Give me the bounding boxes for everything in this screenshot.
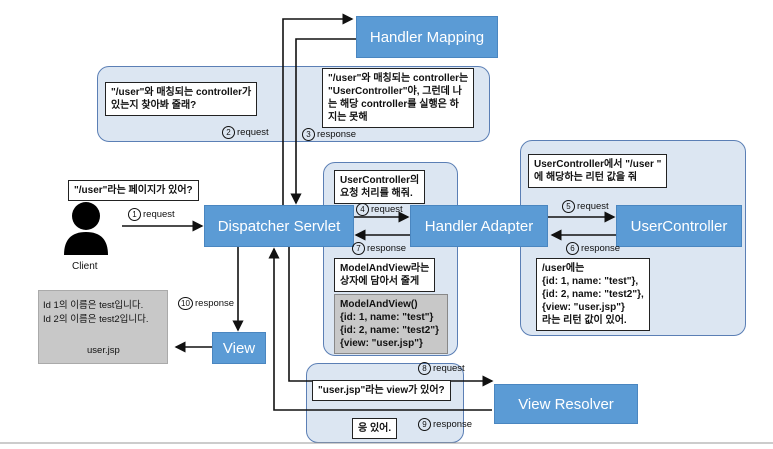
jsp-line-1: Id 1의 이름은 test입니다.	[43, 300, 144, 311]
jsp-line-2: Id 2의 이름은 test2입니다.	[43, 314, 149, 325]
controller-reply-note: /user에는 {id: 1, name: "test"}, {id: 2, n…	[536, 258, 650, 331]
view-box: View	[212, 332, 266, 364]
jsp-filename: user.jsp	[87, 345, 120, 356]
user-controller-box: UserController	[616, 205, 742, 247]
handler-mapping-box: Handler Mapping	[356, 16, 498, 58]
dispatcher-to-adapter-note: UserController의 요청 처리를 해줘.	[334, 170, 426, 204]
mapping-reply-note: "/user"와 매칭되는 controller는 "UserControlle…	[322, 68, 475, 128]
view-resolver-box: View Resolver	[494, 384, 638, 424]
adapter-reply-note: ModelAndView라는 상자에 담아서 줄게	[334, 258, 436, 292]
dispatcher-to-resolver-note: "user.jsp"라는 view가 있어?	[312, 380, 451, 401]
client-label: Client	[72, 261, 98, 272]
adapter-to-controller-note: UserController에서 "/user " 에 해당하는 리턴 값을 줘	[528, 154, 668, 188]
client-question-note: "/user"라는 페이지가 있어?	[68, 180, 199, 201]
handler-adapter-box: Handler Adapter	[410, 205, 548, 247]
client-person-icon	[64, 202, 108, 255]
arrow-dispatcher-to-handler-mapping	[282, 13, 354, 205]
resolver-reply-note: 응 있어.	[352, 418, 398, 439]
arrow-view-resolver-to-dispatcher	[268, 247, 492, 411]
arrow-handler-mapping-to-dispatcher	[290, 38, 358, 205]
model-and-view-box: ModelAndView() {id: 1, name: "test"} {id…	[334, 294, 448, 354]
jsp-page-box: Id 1의 이름은 test입니다. Id 2의 이름은 test2입니다. u…	[38, 290, 168, 364]
dispatcher-to-mapping-note: "/user"와 매칭되는 controller가 있는지 찾아봐 줄래?	[105, 82, 258, 116]
dispatcher-servlet-box: Dispatcher Servlet	[204, 205, 354, 247]
